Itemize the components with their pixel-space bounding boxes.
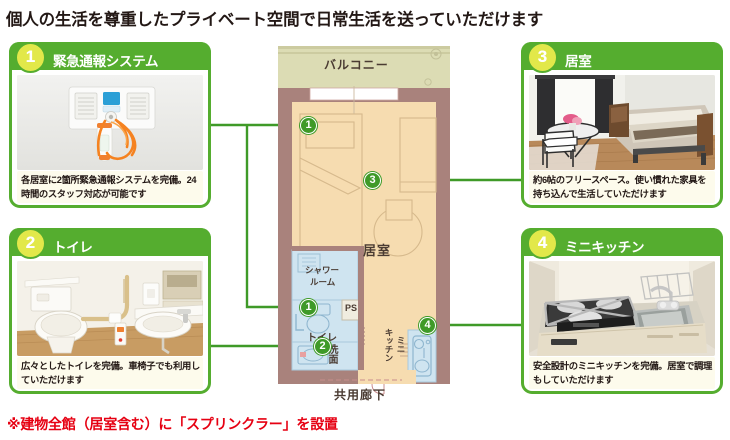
entrance-door xyxy=(320,370,416,395)
table-chair-furniture xyxy=(373,199,423,257)
panel-mini-kitchen[interactable]: 4 ミニキッチン xyxy=(521,228,723,394)
floorplan-marker-4-kitchen[interactable]: 4 xyxy=(419,317,436,334)
panel-title: ミニキッチン xyxy=(565,240,645,255)
label-living-room: 居室 xyxy=(363,243,392,258)
panel-badge-number: 2 xyxy=(15,228,46,259)
label-washbasin: 洗面 xyxy=(326,344,337,364)
panel-emergency-call[interactable]: 1 緊急通報システム xyxy=(9,42,211,208)
panel-title: 緊急通報システム xyxy=(53,54,159,69)
panel-private-room[interactable]: 3 居室 xyxy=(521,42,723,208)
interior-partition-walls xyxy=(292,246,365,370)
closet-furniture xyxy=(399,117,437,193)
accessible-toilet-photo xyxy=(17,261,203,356)
floorplan-marker-1-toilet[interactable]: 1 xyxy=(300,299,317,316)
mini-kitchen-photo xyxy=(529,261,715,356)
panel-caption: 安全設計のミニキッチンを完備。居室で調理もしていただけます xyxy=(529,357,715,389)
floorplan-diagram: バルコニー 居室 シャワー ルーム トイレ 洗面 PS ミニ キッチン 共用廊下… xyxy=(262,42,462,404)
label-shower-room-line1: シャワー xyxy=(305,265,340,275)
panel-title: 居室 xyxy=(565,54,592,69)
panel-badge-number: 1 xyxy=(15,42,46,73)
label-shower-room-line2: ルーム xyxy=(310,277,336,287)
balcony-area xyxy=(278,46,450,88)
bed-furniture xyxy=(299,113,363,249)
floorplan-marker-3-living[interactable]: 3 xyxy=(364,172,381,189)
label-balcony: バルコニー xyxy=(324,58,389,72)
floorplan-svg xyxy=(278,46,450,395)
panel-toilet[interactable]: 2 トイレ xyxy=(9,228,211,394)
panel-caption: 各居室に2箇所緊急通報システムを完備。24時間のスタッフ対応が可能です xyxy=(17,171,203,203)
panel-caption: 広々としたトイレを完備。車椅子でも利用していただけます xyxy=(17,357,203,389)
panel-badge-number: 3 xyxy=(527,42,558,73)
emergency-call-system-photo xyxy=(17,75,203,170)
label-pipe-shaft: PS xyxy=(345,303,358,313)
page-title: 個人の生活を尊重したプライベート空間で日常生活を送っていただけます xyxy=(6,11,544,29)
balcony-window xyxy=(309,86,399,114)
panel-badge-number: 4 xyxy=(527,228,558,259)
floorplan-marker-1-living[interactable]: 1 xyxy=(300,117,317,134)
label-kitchen: キッチン xyxy=(384,328,394,362)
floorplan-marker-2-toilet[interactable]: 2 xyxy=(314,338,331,355)
label-mini: ミニ xyxy=(396,336,406,353)
label-common-corridor: 共用廊下 xyxy=(334,388,387,402)
panel-title: トイレ xyxy=(53,240,93,255)
panel-caption: 約6帖のフリースペース。使い慣れた家具を持ち込んで生活していただけます xyxy=(529,171,715,203)
private-room-photo xyxy=(529,75,715,170)
sprinkler-note: ※建物全館（居室含む）に「スプリンクラー」を設置 xyxy=(7,416,338,432)
